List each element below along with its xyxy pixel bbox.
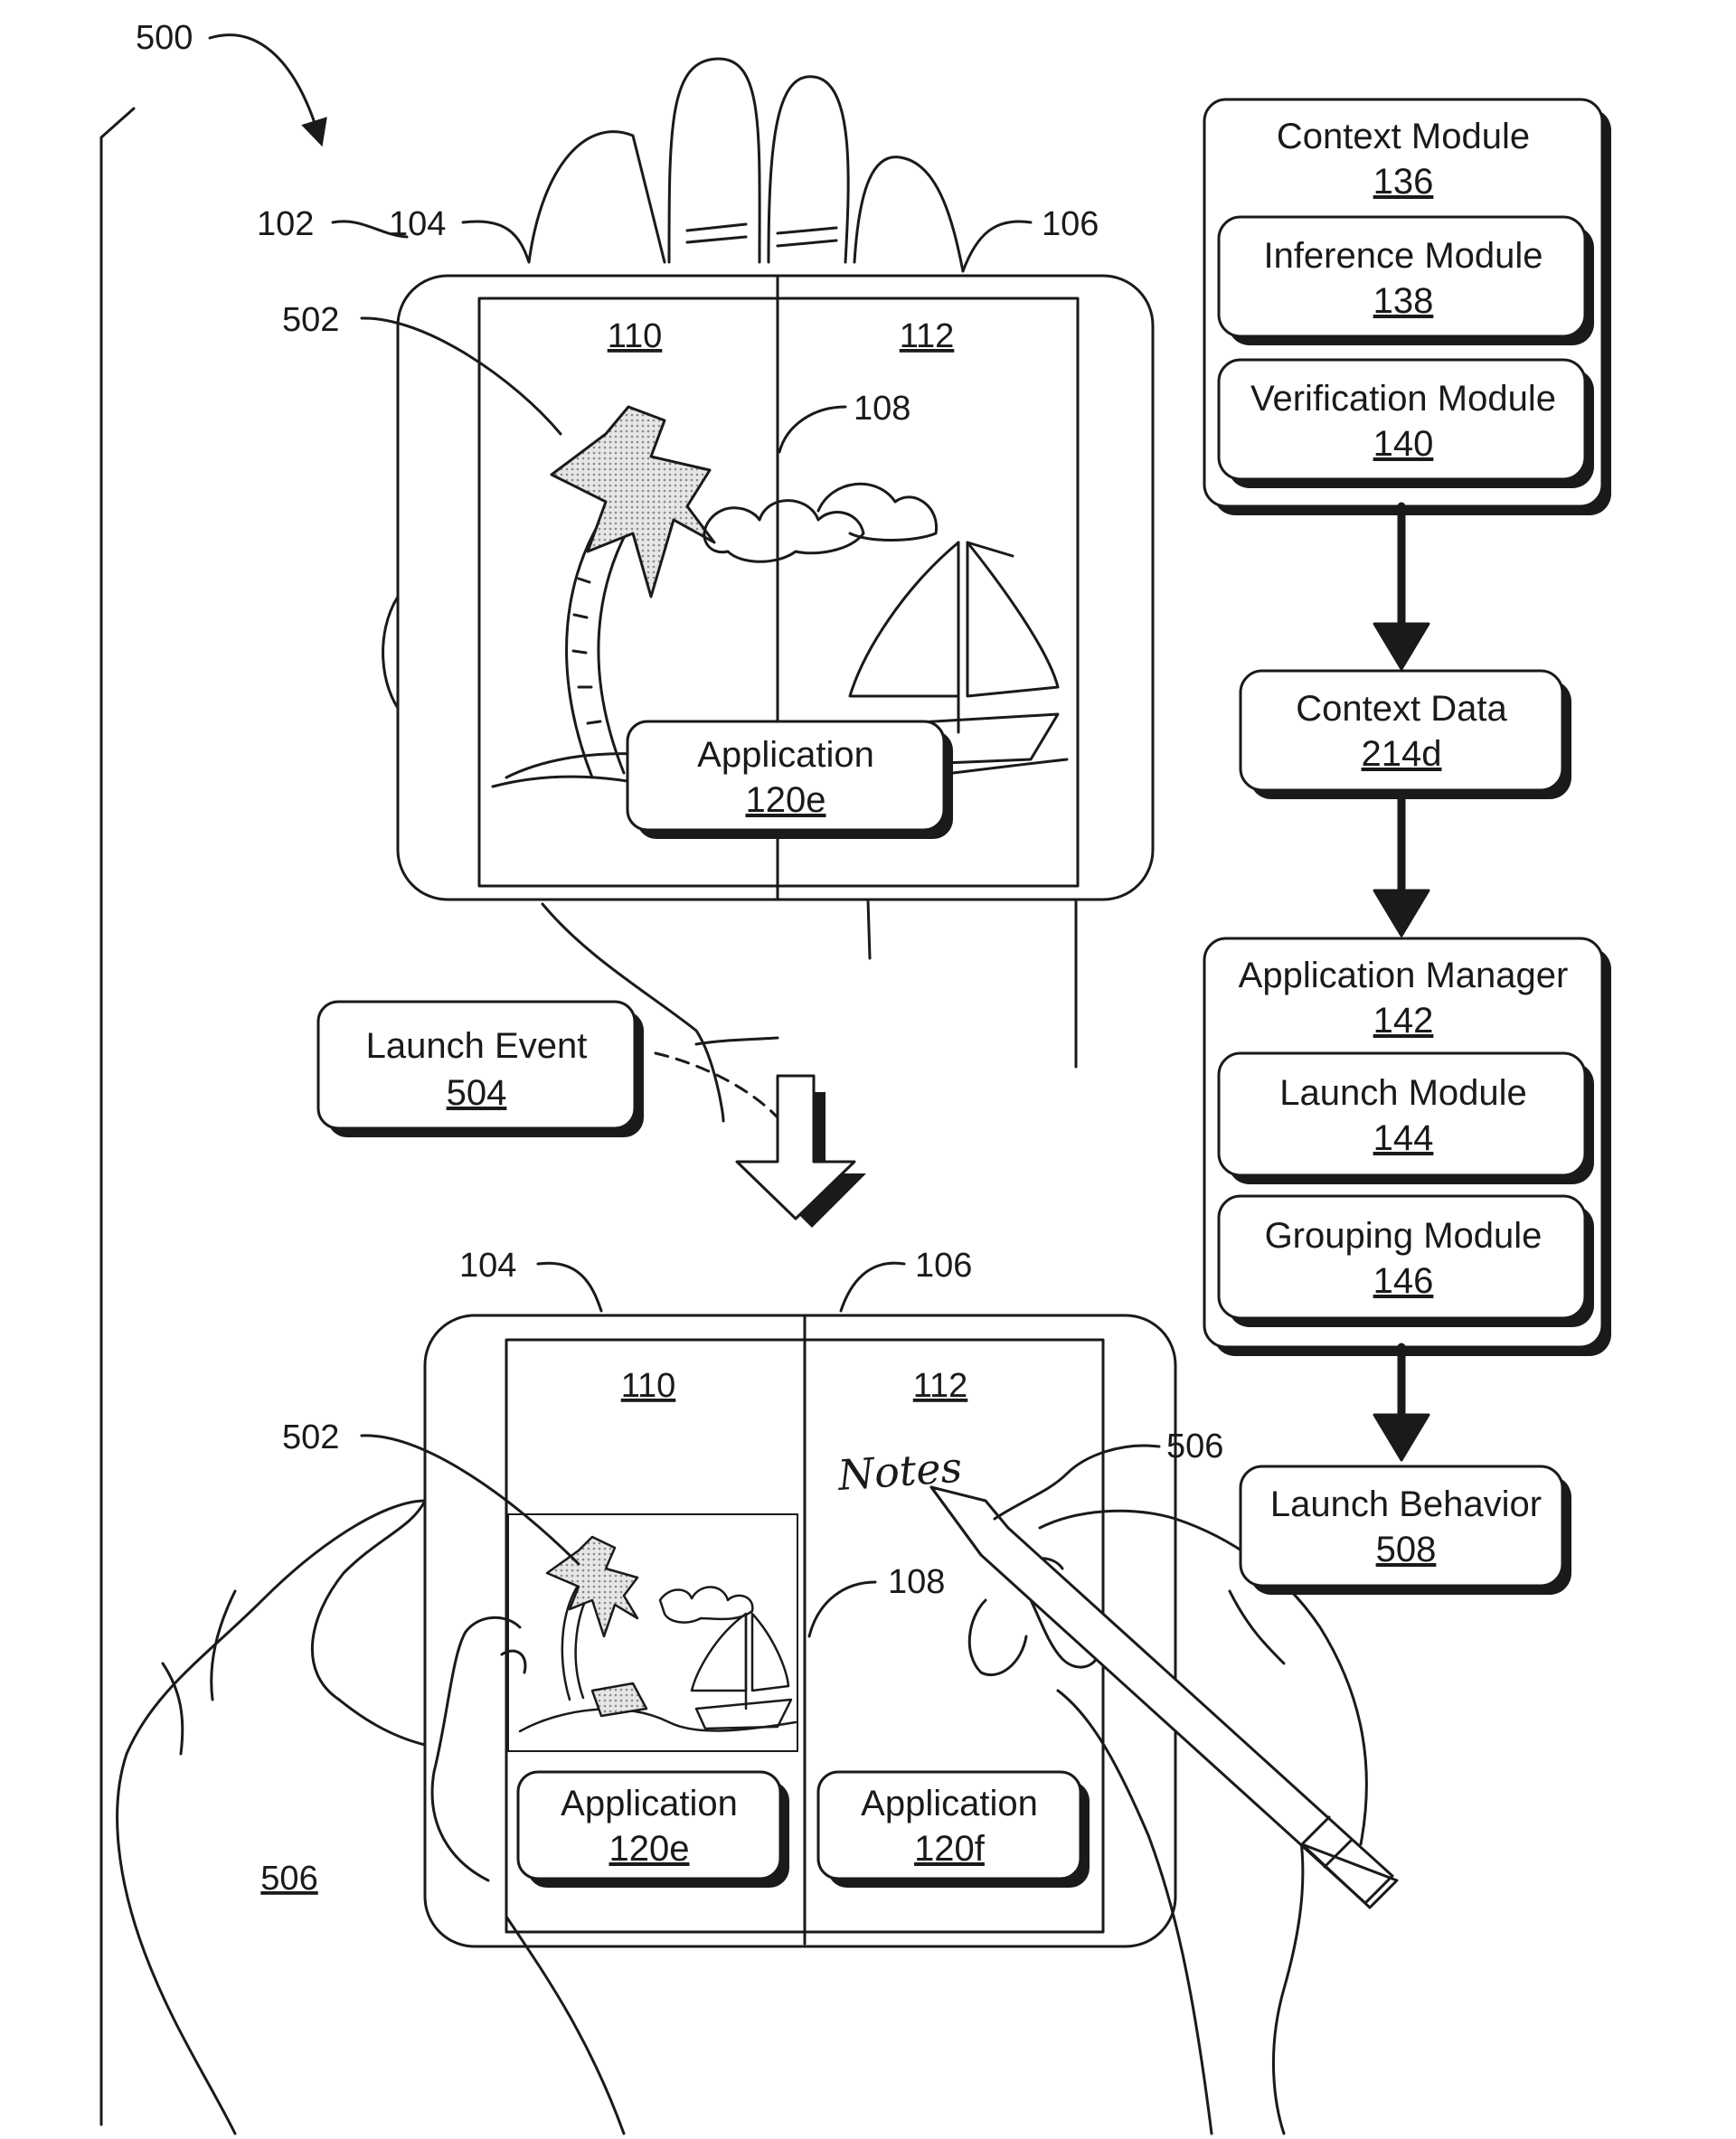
leader-104-top xyxy=(461,220,531,264)
bottom-app-box-left xyxy=(516,1770,789,1888)
leader-108-bottom xyxy=(807,1580,877,1638)
launch-behavior-ref: 508 xyxy=(1376,1530,1437,1569)
ref-104-top: 104 xyxy=(389,205,446,243)
ref-106-top: 106 xyxy=(1042,205,1099,243)
arrow-data-to-manager xyxy=(1373,795,1430,938)
ref-104-bottom: 104 xyxy=(459,1247,516,1285)
top-app-ref: 120e xyxy=(746,780,826,820)
ref-108-bottom: 108 xyxy=(888,1563,945,1601)
ref-102: 102 xyxy=(257,205,314,243)
arrow-context-to-data xyxy=(1373,502,1430,671)
inference-module-ref: 138 xyxy=(1373,281,1434,321)
application-manager-ref: 142 xyxy=(1373,1001,1434,1041)
bottom-thumbnail-frame xyxy=(507,1513,798,1752)
figure-ref-leader xyxy=(208,33,327,147)
bottom-app-right-ref: 120f xyxy=(914,1829,986,1869)
left-hand-illustration xyxy=(116,1499,626,2135)
launch-behavior-label: Launch Behavior xyxy=(1270,1484,1542,1524)
bottom-beach-scene xyxy=(518,1535,797,1733)
leader-106-top xyxy=(961,220,1033,273)
leader-502-bottom xyxy=(360,1434,580,1566)
bottom-app-right-label: Application xyxy=(861,1784,1038,1823)
leader-102 xyxy=(331,220,409,239)
verification-module-ref: 140 xyxy=(1373,424,1434,464)
ref-106-bottom: 106 xyxy=(915,1247,972,1285)
ref-506-stylus: 506 xyxy=(1166,1428,1223,1465)
ref-108-top: 108 xyxy=(854,390,910,428)
bottom-app-left-ref: 120e xyxy=(609,1829,690,1869)
inference-module-label: Inference Module xyxy=(1263,236,1543,276)
top-app-label: Application xyxy=(697,735,874,775)
leader-506-stylus xyxy=(993,1444,1161,1521)
ref-502-top: 502 xyxy=(282,301,339,339)
inference-module-box xyxy=(1217,215,1594,345)
figure-ref-label: 500 xyxy=(136,19,193,57)
launch-behavior-box xyxy=(1239,1465,1571,1595)
ref-506-user: 506 xyxy=(260,1860,317,1898)
screen-110-top: 110 xyxy=(608,317,663,355)
launch-module-label: Launch Module xyxy=(1279,1073,1527,1113)
launch-module-box xyxy=(1217,1051,1594,1184)
verification-module-label: Verification Module xyxy=(1250,379,1556,419)
launch-event-label: Launch Event xyxy=(366,1026,588,1066)
leader-104-bottom xyxy=(536,1261,603,1313)
screen-110-bottom: 110 xyxy=(621,1367,676,1405)
launch-event-box xyxy=(316,1000,644,1137)
context-data-label: Context Data xyxy=(1296,689,1507,729)
leader-502-top xyxy=(360,316,562,436)
verification-module-box xyxy=(1217,358,1594,488)
context-module-label: Context Module xyxy=(1277,117,1530,156)
stylus xyxy=(929,1485,1399,1909)
transition-arrow xyxy=(735,1074,866,1228)
bottom-app-box-right xyxy=(816,1770,1090,1888)
figure-bracket xyxy=(99,107,136,2126)
context-data-box xyxy=(1239,669,1571,799)
application-manager-label: Application Manager xyxy=(1239,956,1569,995)
leader-106-bottom xyxy=(839,1261,906,1313)
grouping-module-ref: 146 xyxy=(1373,1261,1434,1301)
bottom-app-left-label: Application xyxy=(561,1784,738,1823)
leader-108-top xyxy=(778,405,847,454)
top-app-box xyxy=(626,720,953,839)
ref-502-bottom: 502 xyxy=(282,1418,339,1456)
top-hand-illustration xyxy=(382,57,1078,1123)
context-data-ref: 214d xyxy=(1362,734,1442,774)
context-module-ref: 136 xyxy=(1373,162,1434,202)
arrow-manager-to-behavior xyxy=(1373,1343,1430,1462)
grouping-module-label: Grouping Module xyxy=(1265,1216,1543,1256)
launch-module-ref: 144 xyxy=(1373,1118,1434,1158)
notes-handwriting: Notes xyxy=(835,1443,964,1501)
screen-112-top: 112 xyxy=(900,317,955,355)
screen-112-bottom: 112 xyxy=(913,1367,968,1405)
launch-event-dashed-arrow xyxy=(654,1051,803,1156)
grouping-module-box xyxy=(1217,1194,1594,1327)
launch-event-ref: 504 xyxy=(447,1073,507,1113)
